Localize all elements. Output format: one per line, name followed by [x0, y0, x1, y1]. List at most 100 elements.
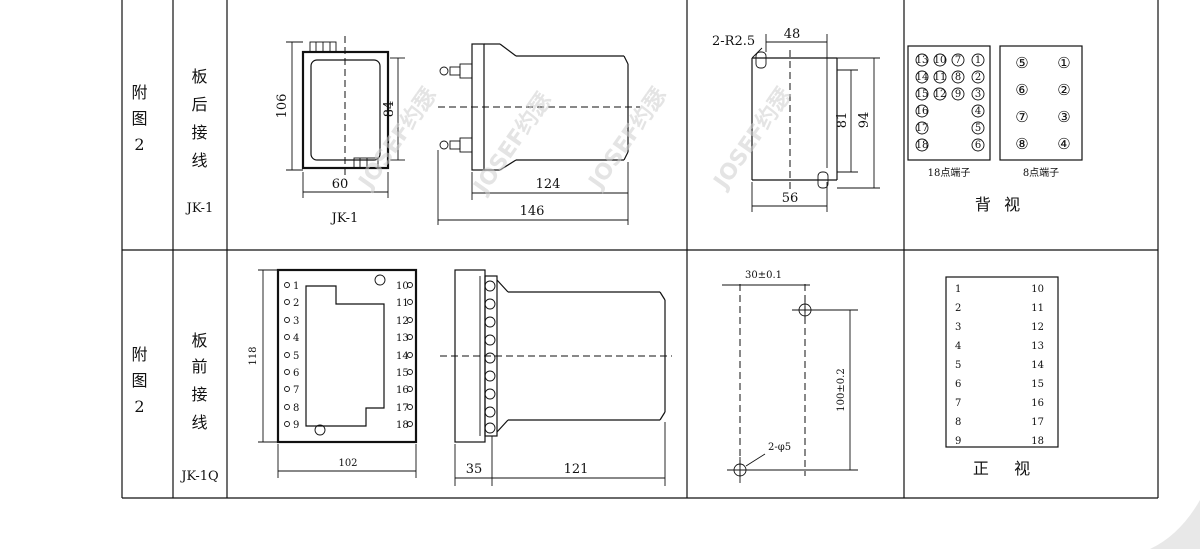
left-terminal: 5: [293, 351, 299, 362]
dim-holes: 2-φ5: [768, 442, 791, 453]
right-terminal: 13: [396, 333, 409, 344]
dim-84: 84: [382, 101, 397, 118]
t18-cell: 6: [975, 140, 981, 151]
caption-jk1: JK-1: [330, 211, 359, 226]
right-terminal: 16: [396, 385, 409, 396]
row2-fig-char-2: 图: [131, 371, 148, 390]
row1-fig-char-1: 附: [131, 83, 148, 102]
left-terminal: 1: [293, 281, 299, 292]
cutout-radius: 2-R2.5: [712, 34, 755, 49]
t8-cell: ⑧: [1015, 135, 1028, 153]
t18-row-5: 17 5: [915, 121, 985, 135]
t18-cell: 13: [916, 55, 929, 66]
caption-18-terminals: 18点端子: [928, 166, 971, 179]
dim-146: 146: [520, 204, 545, 219]
dim-106: 106: [275, 94, 290, 119]
t18-cell: 9: [955, 89, 961, 100]
row1-type-char-2: 后: [191, 95, 208, 114]
t18-row-2: 14 11 8 2: [915, 70, 985, 84]
rear-cutout: 2-R2.5 48 81 94 56: [712, 27, 880, 212]
right-terminal: 15: [396, 368, 409, 379]
right-terminal: 12: [396, 316, 409, 327]
row1-fig-char-3: 2: [134, 135, 145, 154]
t8-cell: ⑤: [1015, 54, 1028, 72]
row1-type-char-4: 线: [191, 151, 208, 170]
row2-type-char-1: 板: [191, 331, 208, 350]
t18-row-3: 15 12 9 3: [915, 87, 985, 101]
row1-fig-char-2: 图: [131, 109, 148, 128]
front-number-left: 5: [955, 360, 961, 371]
screw-terminals: [484, 280, 496, 434]
dim-81: 81: [835, 112, 850, 129]
back-view-label: 背 视: [975, 195, 1021, 214]
t18-cell: 15: [916, 89, 929, 100]
rear-front-view: 106 84 60 JK-1: [275, 36, 405, 226]
t18-cell: 14: [916, 72, 929, 83]
t18-cell: 16: [916, 106, 929, 117]
front-view-numbers: 1 2 3 4 5 6 7 8 9 10 11 12 13 14 15 16 1…: [945, 276, 1059, 448]
t18-cell: 5: [975, 123, 981, 134]
left-terminal: 9: [293, 420, 299, 431]
row1-type-char-1: 板: [191, 67, 208, 86]
dim-60: 60: [332, 177, 349, 192]
t18-row-6: 18 6: [915, 138, 985, 152]
dim-121: 121: [564, 462, 589, 477]
front-number-left: 4: [955, 341, 961, 352]
right-terminal: 18: [396, 420, 409, 431]
row2-fig-char-3: 2: [134, 397, 145, 416]
row1-type-char-3: 接: [191, 123, 208, 142]
front-view-label: 正 视: [973, 459, 1031, 478]
table-grid: [121, 0, 1159, 499]
dim-100-tolerance: 100±0.2: [836, 368, 847, 411]
front-number-left: 7: [955, 398, 961, 409]
t18-cell: 7: [955, 55, 961, 66]
front-number-left: 8: [955, 417, 961, 428]
right-terminals: 10 11 12 13 14 15 16 17 18: [396, 281, 413, 431]
t18-cell: 2: [975, 72, 981, 83]
row2-type-char-3: 接: [191, 385, 208, 404]
dim-30-tolerance: 30±0.1: [745, 270, 782, 281]
t18-cell: 4: [975, 106, 981, 117]
front-number-right: 16: [1031, 398, 1044, 409]
row2-labels: 附 图 2 板 前 接 线 JK-1Q: [131, 331, 218, 484]
t18-cell: 17: [916, 123, 929, 134]
t8-cell: ⑥: [1015, 81, 1028, 99]
front-number-right: 11: [1031, 303, 1044, 314]
t18-cell: 10: [934, 55, 947, 66]
front-number-right: 17: [1031, 417, 1044, 428]
t8-cell: ⑦: [1015, 108, 1028, 126]
right-terminal: 11: [396, 298, 409, 309]
right-terminal: 14: [396, 351, 409, 362]
row2-model: JK-1Q: [179, 469, 218, 484]
front-panel-view: 1 2 3 4 5 6 7 8 9 10 11 12 13 14 15 16 1…: [248, 268, 418, 478]
t8-cell: ③: [1057, 108, 1070, 126]
front-side-view: 35 121: [440, 269, 672, 486]
left-terminal: 6: [293, 368, 299, 379]
front-number-left: 9: [955, 436, 961, 447]
row2-fig-char-1: 附: [131, 345, 148, 364]
right-terminal: 17: [396, 403, 409, 414]
dim-48: 48: [784, 27, 801, 42]
front-number-left: 1: [955, 284, 961, 295]
dim-102: 102: [338, 458, 357, 469]
mounting-holes: 30±0.1 100±0.2 2-φ5: [722, 270, 858, 483]
left-terminal: 2: [293, 298, 299, 309]
front-number-right: 13: [1031, 341, 1044, 352]
watermark: JOSEF约瑟: [582, 83, 671, 195]
dim-35: 35: [466, 462, 483, 477]
page-curl: [1150, 500, 1200, 549]
t18-cell: 8: [955, 72, 961, 83]
t18-cell: 3: [975, 89, 981, 100]
dim-94: 94: [857, 112, 872, 129]
front-number-right: 14: [1031, 360, 1044, 371]
t18-row-1: 13 10 7 1: [915, 53, 985, 67]
left-terminal: 3: [293, 316, 299, 327]
terminal-block-18: 13 10 7 1 14 11 8 2 15 12 9 3 16 4 17 5 …: [907, 45, 991, 179]
row1-labels: 附 图 2 板 后 接 线 JK-1: [131, 67, 213, 216]
right-terminal: 10: [396, 281, 409, 292]
row2-type-char-4: 线: [191, 413, 208, 432]
caption-8-terminals: 8点端子: [1023, 166, 1059, 179]
rear-side-view: 124 146: [437, 43, 640, 225]
front-number-left: 3: [955, 322, 961, 333]
